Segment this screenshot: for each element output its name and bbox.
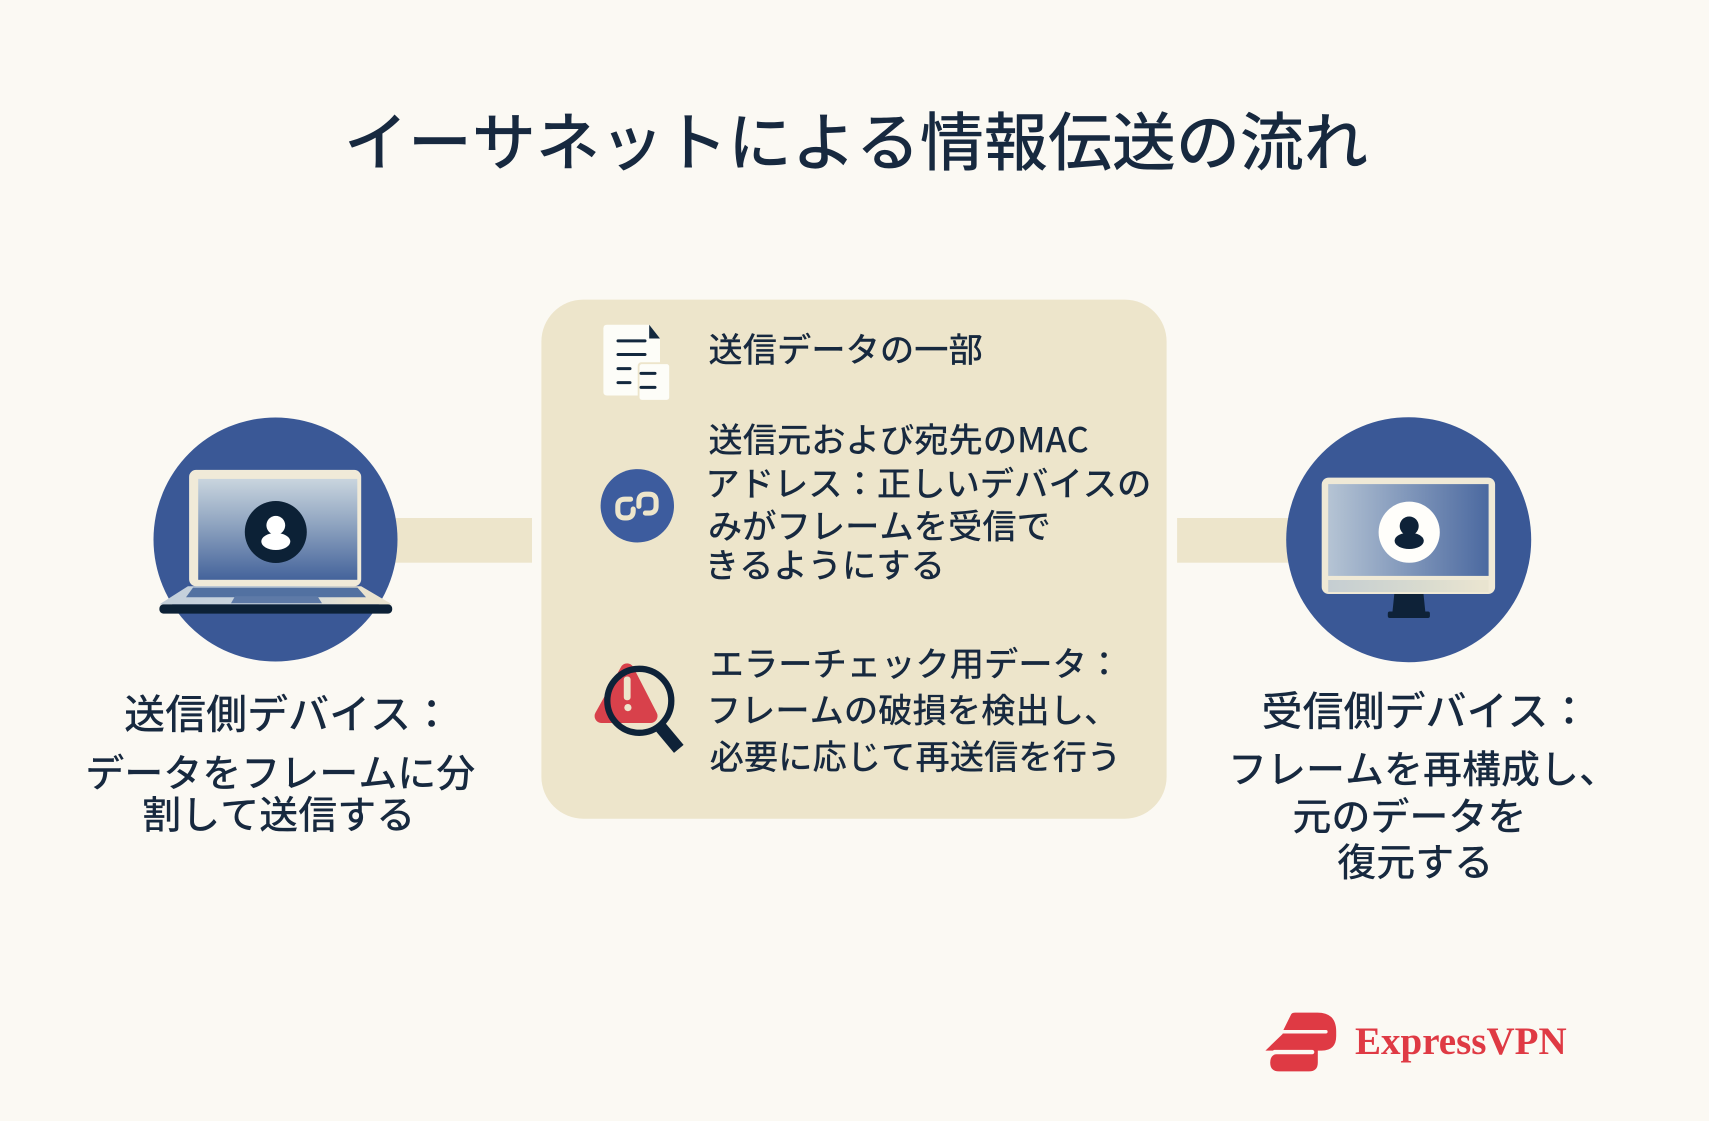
svg-text:ExpressVPN: ExpressVPN [1355, 1020, 1567, 1063]
